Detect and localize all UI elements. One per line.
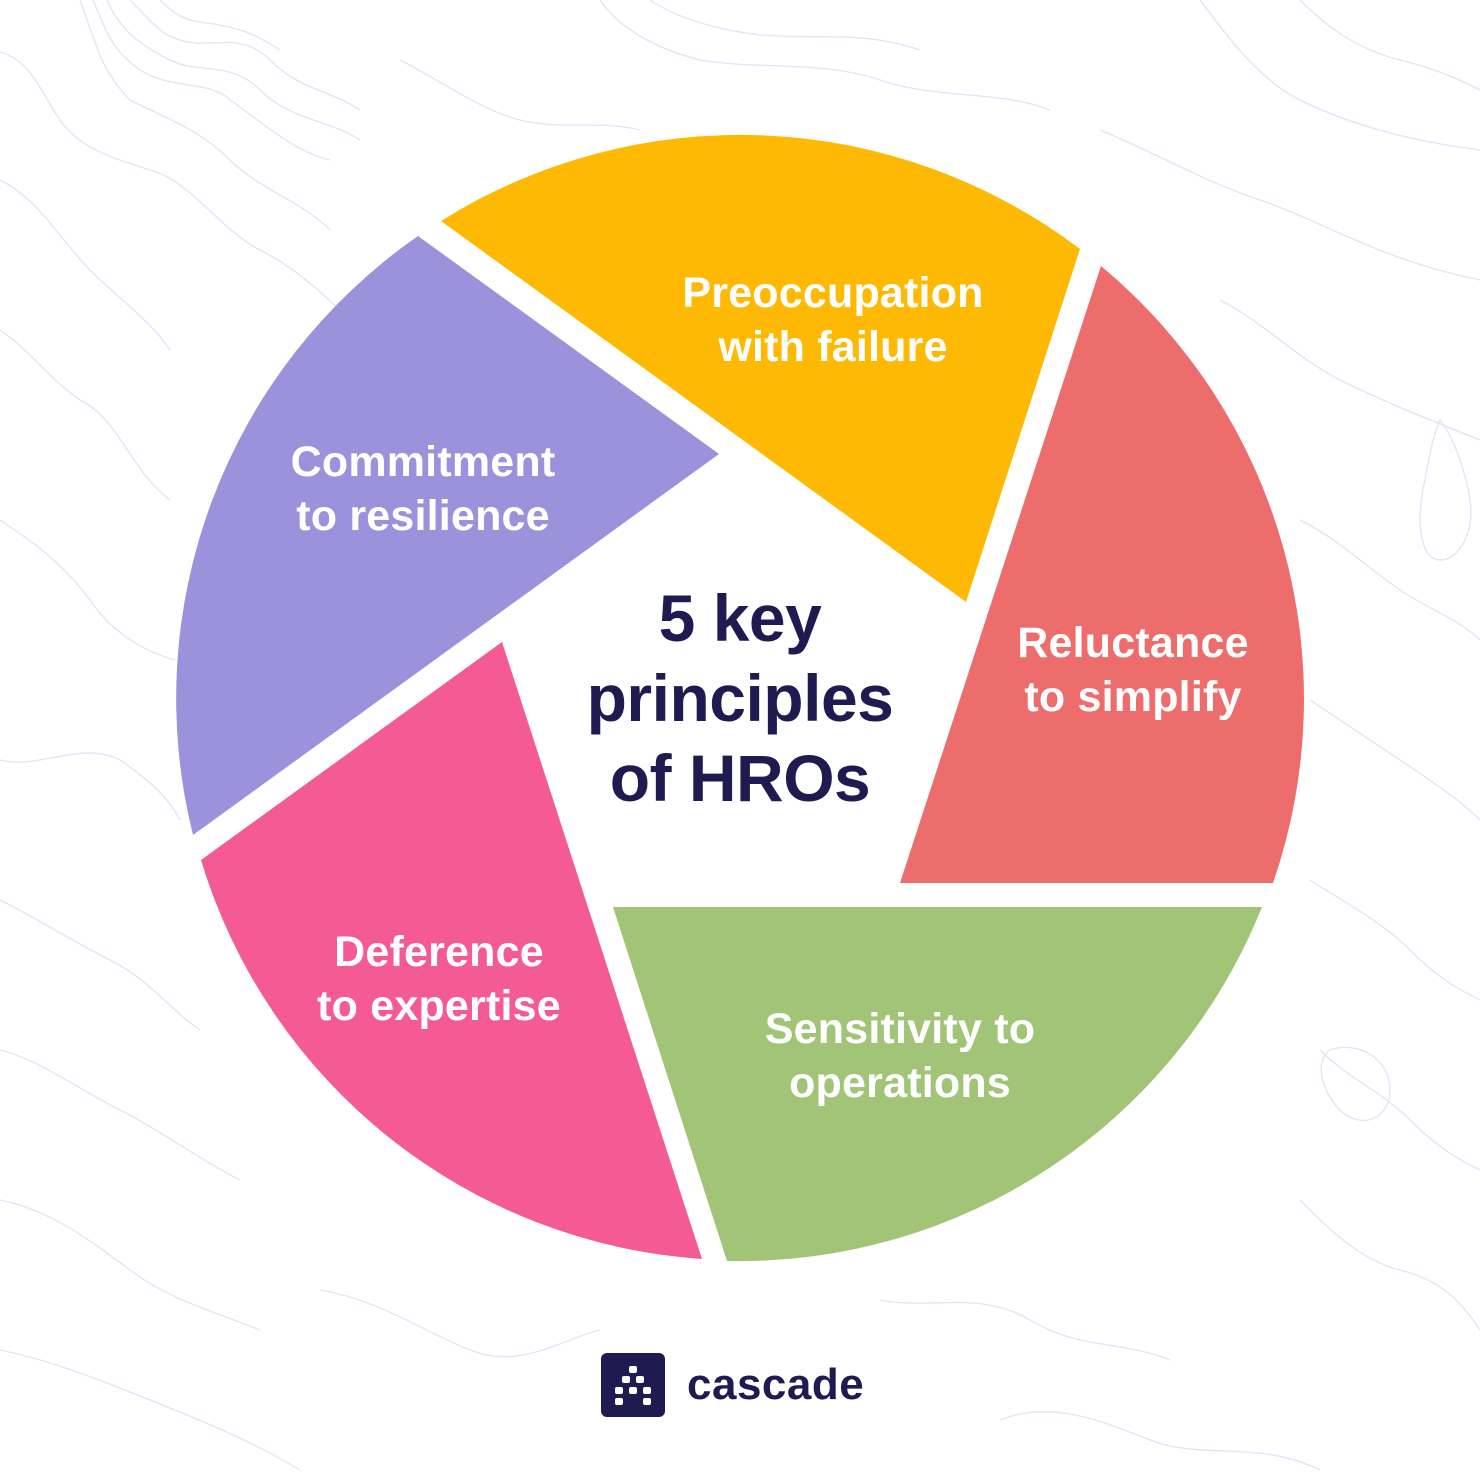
cascade-dots-icon [601,1353,665,1417]
label-line: to resilience [296,492,550,540]
cascade-logo: cascade [601,1353,864,1417]
title-line: 5 key [658,581,822,655]
segment-deference-to-expertise [201,642,702,1259]
logo-wordmark: cascade [687,1360,865,1409]
label-reluctance-to-simplify: Reluctance to simplify [983,616,1283,724]
label-line: Sensitivity to [764,1005,1036,1053]
label-deference-to-expertise: Deference to expertise [289,925,589,1033]
label-line: Preoccupation [682,269,984,317]
label-line: Deference [334,928,544,976]
label-line: to expertise [317,982,561,1030]
label-line: Commitment [290,438,556,486]
label-line: with failure [718,323,948,371]
title-line: principles [586,661,894,735]
label-line: Reluctance [1017,619,1249,667]
label-line: to simplify [1024,673,1242,721]
segment-commitment-to-resilience [176,236,719,835]
label-sensitivity-to-operations: Sensitivity to operations [750,1002,1050,1110]
label-commitment-to-resilience: Commitment to resilience [268,435,578,543]
center-title: 5 key principles of HROs [540,578,940,818]
segment-sensitivity-to-operations [613,907,1262,1262]
label-line: operations [789,1059,1011,1107]
title-line: of HROs [609,741,871,815]
label-preoccupation-with-failure: Preoccupation with failure [633,266,1033,374]
segment-reluctance-to-simplify [900,266,1304,883]
segment-preoccupation-with-failure [441,134,1080,602]
